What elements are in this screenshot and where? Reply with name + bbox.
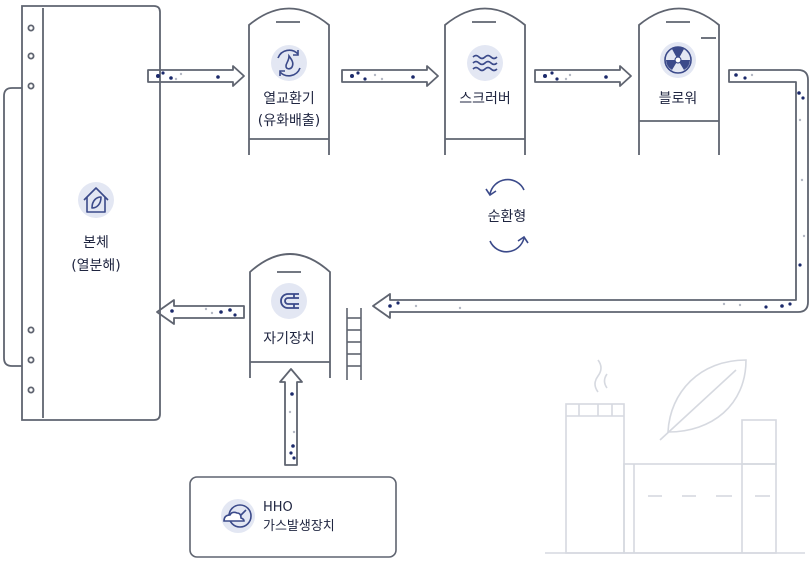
pipe-blower-return (372, 69, 809, 319)
heat-exchanger-label: 열교환기 (263, 91, 315, 107)
magnetic-device-label: 자기장치 (263, 331, 315, 347)
gauge-cloud-icon (221, 499, 255, 533)
scrubber-label: 스크러버 (459, 91, 511, 107)
factory-outline-icon (545, 359, 805, 554)
blower-vessel (638, 7, 720, 155)
waves-icon (467, 45, 503, 81)
ladder (346, 308, 362, 380)
heat-exchanger-vessel (248, 7, 330, 155)
main-body-sublabel: (열분해) (71, 258, 121, 274)
recycle-flame-icon (271, 45, 307, 81)
fan-icon (660, 42, 696, 78)
heat-exchanger-sublabel: (유화배출) (258, 113, 320, 129)
magnetic-device-vessel (249, 253, 331, 378)
main-body-label: 본체 (83, 235, 109, 251)
pipe-exchanger-to-scrubber (341, 65, 439, 87)
particle-dots (156, 71, 806, 460)
hho-generator-label: HHO (263, 500, 293, 515)
circular-arrows-icon (485, 178, 529, 253)
pipe-scrubber-to-blower (534, 65, 632, 87)
pipe-magnet-to-body (156, 299, 245, 325)
magnet-icon (271, 283, 307, 319)
scrubber-vessel (444, 7, 526, 155)
leaf-outline-icon (659, 359, 747, 441)
blower-label: 블로워 (659, 91, 698, 107)
pipe-body-to-exchanger (147, 65, 245, 87)
cycle-label: 순환형 (488, 209, 527, 225)
main-body-tank (3, 5, 161, 421)
hho-generator-box (189, 476, 397, 558)
pipe-hho-to-magnet (279, 368, 303, 466)
house-leaf-icon (78, 182, 114, 218)
hho-generator-sublabel: 가스발생장치 (263, 519, 335, 534)
